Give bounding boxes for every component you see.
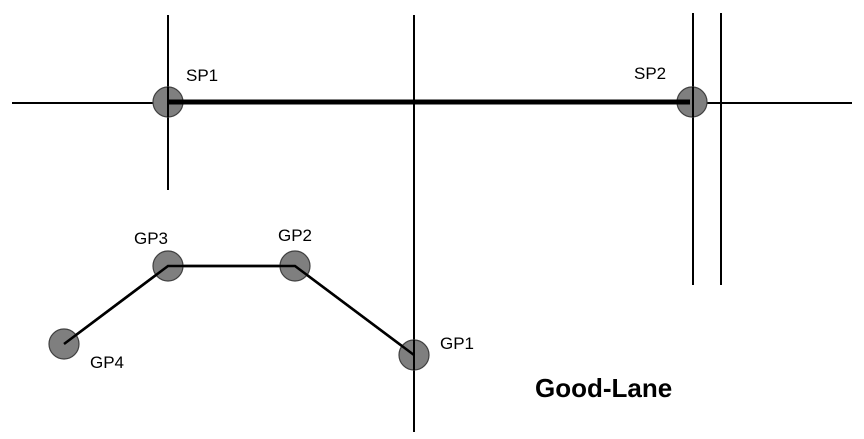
sp2-label: SP2 — [634, 64, 666, 83]
gp1-label: GP1 — [440, 334, 474, 353]
gp-path-overlay — [63, 264, 415, 357]
sp1-label: SP1 — [186, 66, 218, 85]
gp4-label: GP4 — [90, 353, 124, 372]
diagram-title: Good-Lane — [535, 373, 672, 403]
gp-path — [63, 264, 415, 357]
gp2-label: GP2 — [278, 226, 312, 245]
gp3-label: GP3 — [134, 229, 168, 248]
